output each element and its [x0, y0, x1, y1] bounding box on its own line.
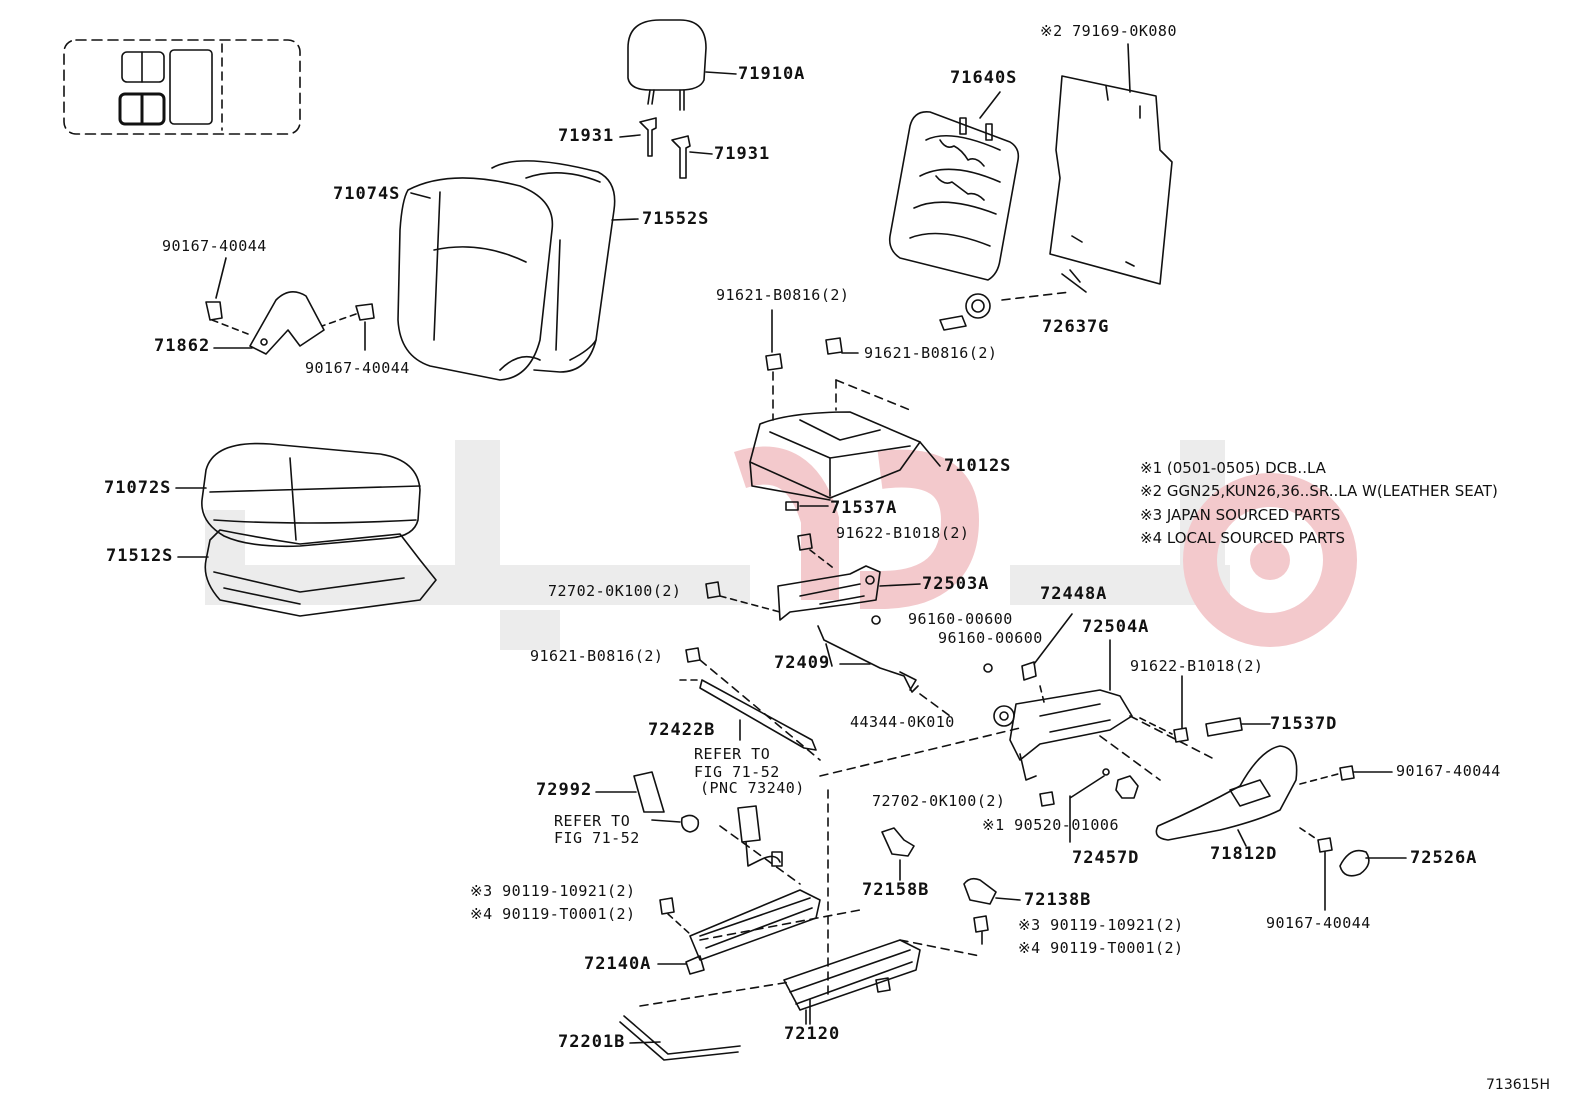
part-label-91622-B1018-b[interactable]: 91622-B1018(2)	[1130, 657, 1264, 675]
note-4: ※4 LOCAL SOURCED PARTS	[1140, 529, 1345, 547]
part-label-72120[interactable]: 72120	[784, 1024, 841, 1044]
refer-fig-label-2[interactable]: FIG 71-52	[554, 829, 640, 847]
seat-frame-drawing	[888, 91, 1071, 331]
rod-72409-drawing	[817, 625, 951, 717]
seat-rails-drawing	[639, 789, 981, 1025]
part-label-72526A[interactable]: 72526A	[1410, 848, 1478, 868]
part-label-72702-0K100-a[interactable]: 72702-0K100(2)	[548, 582, 682, 600]
headrest-drawing	[619, 19, 737, 179]
part-label-71910A[interactable]: 71910A	[738, 64, 806, 84]
part-label-96160-00600-a[interactable]: 96160-00600	[908, 610, 1013, 628]
part-label-72138B[interactable]: 72138B	[1024, 890, 1092, 910]
note-3: ※3 JAPAN SOURCED PARTS	[1140, 506, 1341, 524]
part-label-91621-B0816-b[interactable]: 91621-B0816(2)	[864, 344, 998, 362]
part-label-72504A[interactable]: 72504A	[1082, 617, 1150, 637]
diagram-id: 713615H	[1486, 1077, 1550, 1093]
part-label-71012S[interactable]: 71012S	[944, 456, 1012, 476]
part-label-71537A[interactable]: 71537A	[830, 498, 898, 518]
part-label-71537D[interactable]: 71537D	[1270, 714, 1338, 734]
part-label-71512S[interactable]: 71512S	[106, 546, 174, 566]
belt-parts-drawing	[633, 771, 801, 885]
part-label-71552S[interactable]: 71552S	[642, 209, 710, 229]
note-2: ※2 GGN25,KUN26,36..SR..LA W(LEATHER SEAT…	[1140, 482, 1498, 500]
refer-fig-label-1[interactable]: FIG 71-52	[694, 763, 780, 781]
wire-72201B-drawing	[619, 1015, 741, 1061]
part-label-72457D[interactable]: 72457D	[1072, 848, 1140, 868]
part-label-72702-0K100-b[interactable]: 72702-0K100(2)	[872, 792, 1006, 810]
leader-lines	[215, 257, 901, 1044]
refer-to-label-1: REFER TO	[694, 745, 771, 763]
part-label-90167-40044-a[interactable]: 90167-40044	[162, 237, 267, 255]
part-label-72140A[interactable]: 72140A	[584, 954, 652, 974]
part-label-72201B[interactable]: 72201B	[558, 1032, 626, 1052]
part-label-96160-00600-b[interactable]: 96160-00600	[938, 629, 1043, 647]
part-label-91621-B0816-a[interactable]: 91621-B0816(2)	[716, 286, 850, 304]
knob-72457D-drawing	[1039, 768, 1139, 843]
bar-72422B-drawing	[679, 647, 821, 761]
back-board-drawing	[1049, 43, 1173, 293]
part-label-72422B[interactable]: 72422B	[648, 720, 716, 740]
part-label-71074S[interactable]: 71074S	[333, 184, 401, 204]
part-label-90119-T0001-b[interactable]: ※4 90119-T0001(2)	[1018, 939, 1184, 957]
part-label-90119-10921-a[interactable]: ※3 90119-10921(2)	[470, 882, 636, 900]
part-label-90119-T0001-a[interactable]: ※4 90119-T0001(2)	[470, 905, 636, 923]
part-label-44344-0K010[interactable]: 44344-0K010	[850, 713, 955, 731]
part-label-79169-0K080[interactable]: ※2 79169-0K080	[1040, 22, 1177, 40]
part-label-71072S[interactable]: 71072S	[104, 478, 172, 498]
mid-bracket-drawing	[881, 827, 1021, 945]
part-label-72409[interactable]: 72409	[774, 653, 831, 673]
seat-position-inset	[63, 39, 301, 135]
part-label-91621-B0816-c[interactable]: 91621-B0816(2)	[530, 647, 664, 665]
part-label-72448A[interactable]: 72448A	[1040, 584, 1108, 604]
part-label-71931-right[interactable]: 71931	[714, 144, 771, 164]
seat-pan-drawing	[749, 309, 941, 511]
part-label-71931-left[interactable]: 71931	[558, 126, 615, 146]
part-label-72158B[interactable]: 72158B	[862, 880, 930, 900]
part-label-72637G[interactable]: 72637G	[1042, 317, 1110, 337]
part-label-90167-40044-d[interactable]: 90167-40044	[1266, 914, 1371, 932]
part-label-72503A[interactable]: 72503A	[922, 574, 990, 594]
part-label-91622-B1018-a[interactable]: 91622-B1018(2)	[836, 524, 970, 542]
seat-cushion-drawing	[175, 442, 437, 617]
refer-to-label-2: REFER TO	[554, 812, 631, 830]
part-label-71812D[interactable]: 71812D	[1210, 844, 1278, 864]
part-label-71640S[interactable]: 71640S	[950, 68, 1018, 88]
recliner-72504A-drawing	[819, 613, 1217, 781]
lever-71812D-drawing	[1155, 745, 1407, 911]
note-1: ※1 (0501-0505) DCB..LA	[1140, 459, 1326, 477]
part-label-90119-10921-b[interactable]: ※3 90119-10921(2)	[1018, 916, 1184, 934]
part-label-90167-40044-b[interactable]: 90167-40044	[305, 359, 410, 377]
adjuster-72503A-drawing	[705, 533, 921, 625]
right-fastener-drawing	[1139, 675, 1271, 743]
bracket-71862-drawing	[205, 291, 375, 355]
refer-pnc-label-1: (PNC 73240)	[700, 779, 805, 797]
part-label-90520-01006[interactable]: ※1 90520-01006	[982, 816, 1119, 834]
seat-back-drawing	[397, 160, 639, 381]
part-label-90167-40044-c[interactable]: 90167-40044	[1396, 762, 1501, 780]
part-label-71862[interactable]: 71862	[154, 336, 211, 356]
part-label-72992[interactable]: 72992	[536, 780, 593, 800]
